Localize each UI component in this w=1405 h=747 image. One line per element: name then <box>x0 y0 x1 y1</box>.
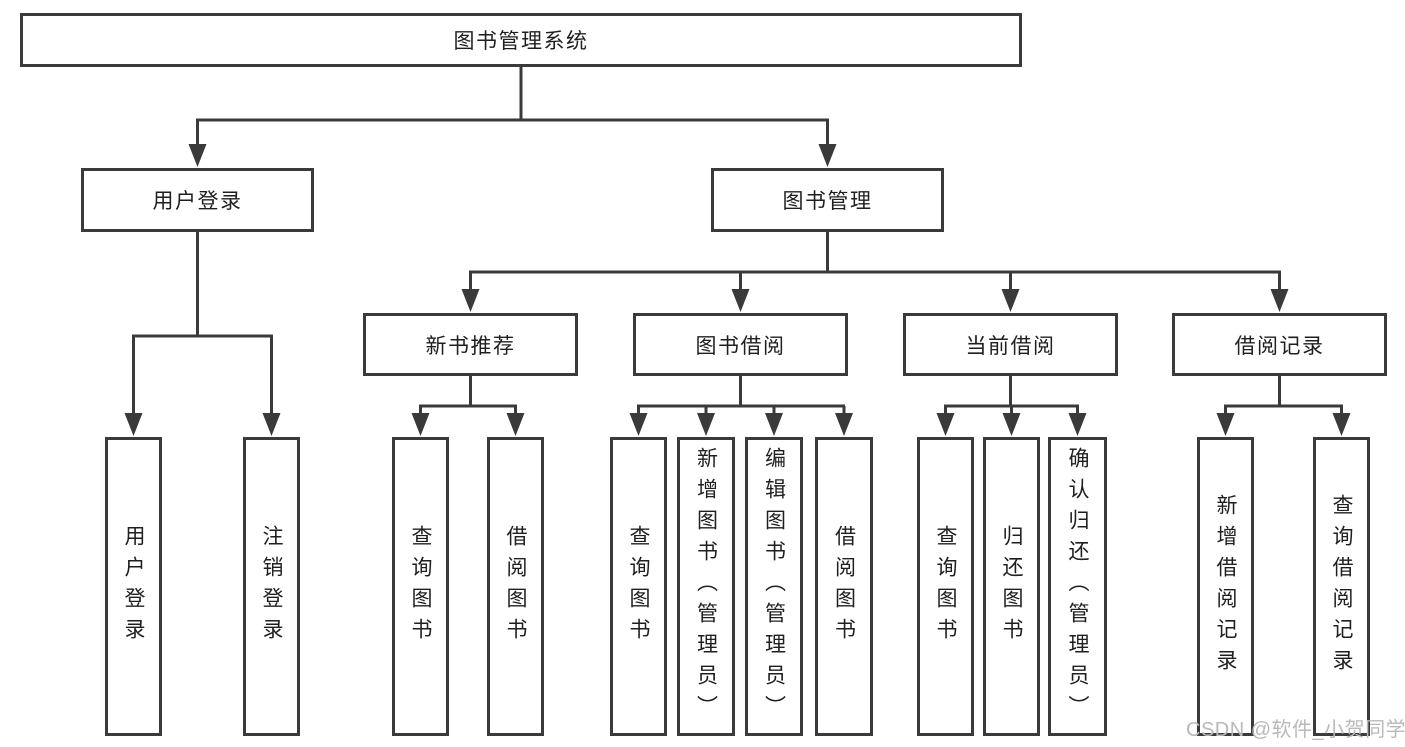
leaf-label: 新增借阅记录 <box>1214 493 1237 680</box>
node-library-management-system: 图书管理系统 <box>20 13 1022 67</box>
leaf-borrow-books: 借阅图书 <box>487 437 544 736</box>
leaf-edit-books-admin: 编辑图书（管理员） <box>745 437 803 736</box>
leaf-add-borrow-record: 新增借阅记录 <box>1197 437 1254 736</box>
leaf-label: 借阅图书 <box>504 524 527 649</box>
node-user-login: 用户登录 <box>81 168 314 232</box>
node-book-borrowing: 图书借阅 <box>633 313 848 376</box>
leaf-label: 确认归还（管理员） <box>1066 447 1089 726</box>
leaf-borrow-books: 借阅图书 <box>815 437 873 736</box>
leaf-label: 查询图书 <box>934 524 957 649</box>
leaf-label: 归还图书 <box>1000 524 1023 649</box>
leaf-label: 查询图书 <box>409 524 432 649</box>
leaf-label: 新增图书（管理员） <box>694 447 718 726</box>
leaf-query-books: 查询图书 <box>392 437 449 736</box>
node-borrowing-records: 借阅记录 <box>1172 313 1387 376</box>
leaf-query-books: 查询图书 <box>917 437 974 736</box>
node-current-borrowing: 当前借阅 <box>903 313 1118 376</box>
leaf-label: 查询图书 <box>627 524 650 649</box>
node-new-book-recommendation: 新书推荐 <box>363 313 578 376</box>
leaf-confirm-return-admin: 确认归还（管理员） <box>1048 437 1107 736</box>
leaf-user-login: 用户登录 <box>105 437 162 736</box>
leaf-query-books: 查询图书 <box>610 437 667 736</box>
arrow-down-icon <box>124 144 1351 436</box>
leaf-return-books: 归还图书 <box>983 437 1040 736</box>
leaf-label: 编辑图书（管理员） <box>762 447 786 726</box>
leaf-add-books-admin: 新增图书（管理员） <box>677 437 735 736</box>
csdn-watermark: CSDN @软件_小贺同学 <box>1186 719 1405 741</box>
leaf-label: 用户登录 <box>122 524 145 649</box>
leaf-label: 借阅图书 <box>832 524 856 649</box>
leaf-label: 注销登录 <box>260 524 283 649</box>
leaf-logout: 注销登录 <box>243 437 300 736</box>
leaf-query-borrow-record: 查询借阅记录 <box>1313 437 1370 736</box>
leaf-label: 查询借阅记录 <box>1330 493 1353 680</box>
node-book-management: 图书管理 <box>711 168 944 232</box>
